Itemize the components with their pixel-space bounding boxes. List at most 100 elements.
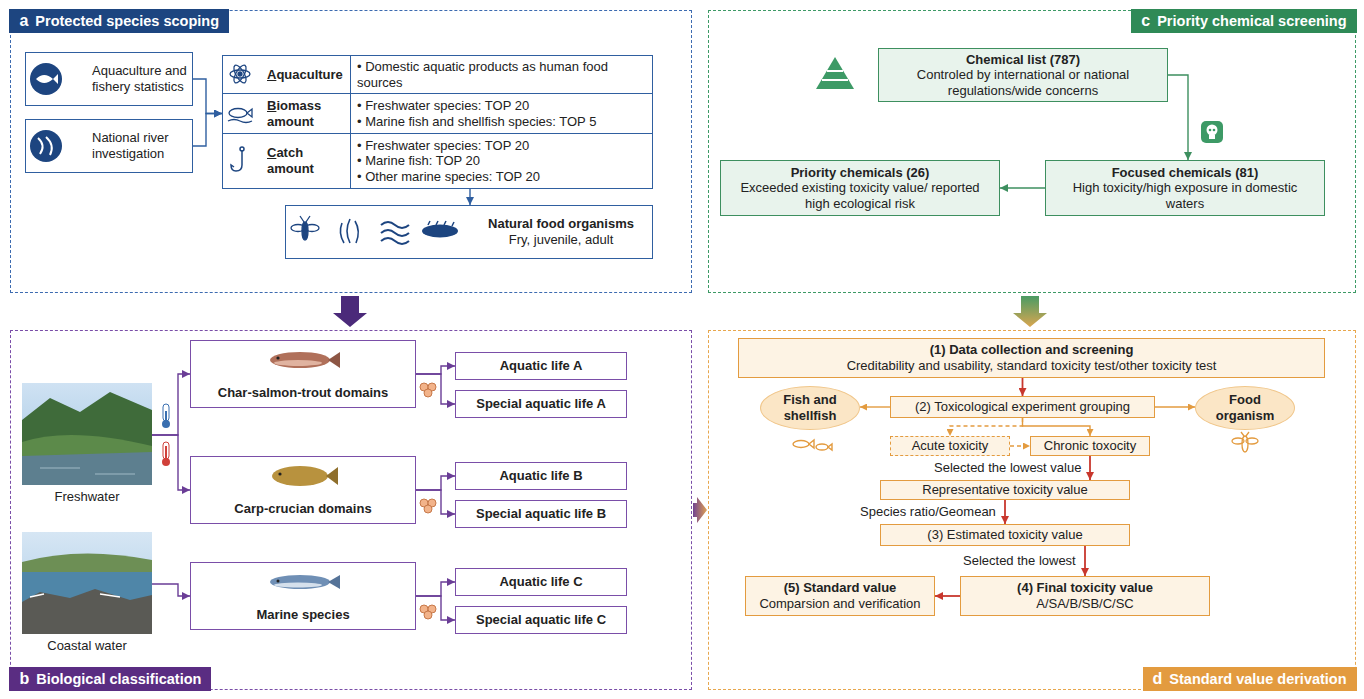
aquaculture-icon — [230, 70, 250, 78]
insect-icon — [291, 216, 319, 240]
insect-icon — [305, 225, 319, 232]
node-text: Chronic toxocity — [1037, 438, 1143, 454]
node-text: Acute toxicity — [897, 438, 1003, 454]
biomass-icon — [247, 109, 252, 117]
freshwater-photo — [40, 468, 135, 474]
photo-tile: Freshwater — [22, 383, 152, 505]
panel-header: cPriority chemical screening — [1131, 9, 1356, 33]
node-text: • Marine fish and shellfish species: TOP… — [357, 114, 646, 130]
toxic-icon — [1207, 125, 1218, 136]
node-text: Coastal water — [22, 638, 152, 654]
fish-icon — [828, 444, 832, 450]
connector — [416, 476, 455, 490]
thermometer-warm — [163, 442, 169, 459]
aquaculture-icon — [232, 63, 249, 84]
algae-icon — [340, 219, 358, 243]
sea-cucumber-icon — [428, 221, 454, 226]
life-box: Special aquatic life A — [455, 390, 627, 418]
thermometer-cold — [162, 420, 170, 428]
sea-cucumber-icon — [422, 225, 458, 238]
panel-title: Protected species scoping — [35, 13, 219, 29]
group-oval: Food organism — [1195, 386, 1295, 430]
pyramid-icon — [816, 57, 854, 89]
aquaculture-icon — [232, 63, 249, 84]
category-cell: Biomass amount — [222, 93, 351, 134]
node-text: Carp-crucian domains — [191, 501, 415, 517]
node-text: Fry, juvenile, adult — [509, 232, 614, 248]
panel-letter: c — [1141, 12, 1150, 29]
panel-header: a Protected species scoping — [9, 9, 229, 33]
panel-title: Standard value derivation — [1169, 671, 1346, 687]
sea-cucumber-icon — [422, 221, 458, 238]
life-box: Special aquatic life B — [455, 500, 627, 528]
carp-figure — [272, 466, 328, 486]
connector — [469, 189, 470, 205]
node-text: Special aquatic life B — [460, 506, 622, 522]
algae-icon — [340, 219, 358, 243]
criteria-cell: • Domestic aquatic products as human foo… — [350, 55, 653, 94]
node-text: • Freshwater species: TOP 20 — [357, 98, 646, 114]
egg-icon — [420, 383, 436, 397]
connector — [416, 582, 455, 596]
panel-title: Biological classification — [36, 671, 201, 687]
connector — [1010, 445, 1030, 446]
category-cell: Catch amount — [222, 133, 351, 189]
fish-icon — [793, 440, 832, 450]
node-text: Aquatic life A — [460, 358, 622, 374]
catch-icon — [231, 150, 242, 171]
connector — [193, 79, 222, 114]
node-text: Special aquatic life A — [460, 396, 622, 412]
thermometer-cold — [163, 404, 169, 421]
domain-box: Carp-crucian domains — [190, 456, 416, 524]
life-box: Special aquatic life C — [455, 606, 627, 634]
egg-icon — [420, 499, 436, 513]
thermometer-warm — [165, 446, 167, 459]
salmon-figure — [270, 352, 340, 368]
thermometer-warm — [162, 442, 170, 466]
egg-icon — [424, 389, 432, 397]
marine-fish-figure — [274, 583, 322, 588]
river-icon — [38, 137, 52, 155]
connector — [416, 366, 455, 374]
node-text: (1) Data collection and screening — [745, 342, 1318, 358]
panel-frame: dStandard value derivation (1) Data colle… — [708, 330, 1356, 690]
biomass-icon — [228, 120, 252, 123]
freshwater-photo — [22, 452, 152, 485]
node-text: (4) Final toxicity value — [967, 580, 1203, 596]
connector — [416, 490, 455, 514]
chemical-box: Priority chemicals (26)Exceeded existing… — [720, 160, 1000, 216]
criteria-cell: • Freshwater species: TOP 20• Marine fis… — [350, 93, 653, 134]
node-text: A/SA/B/SB/C/SC — [967, 596, 1203, 612]
salmon-figure — [274, 360, 322, 366]
panel-letter: b — [19, 670, 29, 687]
connector — [1089, 456, 1091, 480]
freshwater-photo — [22, 383, 152, 485]
node-text: • Marine fish: TOP 20 — [357, 153, 646, 169]
panel-frame: b Biological classification FreshwaterCoas… — [10, 330, 692, 690]
domain-box: Marine species — [190, 562, 416, 630]
panel-letter: a — [19, 12, 28, 29]
node-text: (2) Toxicological experiment grouping — [897, 399, 1148, 415]
statistics-icon — [30, 63, 62, 95]
fish-icon — [793, 441, 809, 448]
step-box: (4) Final toxicity valueA/SA/B/SB/C/SC — [960, 576, 1210, 616]
panel-frame: cPriority chemical screeningChemical lis… — [708, 10, 1356, 293]
node-text: Marine species — [191, 607, 415, 623]
node-text: • Domestic aquatic products as human foo… — [357, 59, 646, 90]
connector — [935, 595, 960, 597]
statistics-icon — [36, 74, 58, 84]
chemical-box: Chemical list (787)Controled by internat… — [878, 48, 1168, 102]
step-box: (2) Toxicological experiment grouping — [890, 396, 1155, 418]
food-organism-box: Natural food organismsFry, juvenile, adu… — [285, 205, 653, 259]
thermometer-warm — [162, 458, 170, 466]
panel-header: dStandard value derivation — [1143, 667, 1357, 691]
connector — [860, 406, 890, 407]
statistics-icon — [30, 63, 62, 95]
life-box: Aquatic life A — [455, 352, 627, 380]
node-text: High toxicity/high exposure in domestic … — [1054, 180, 1316, 211]
node-text: Exceeded existing toxicity value/ report… — [729, 180, 991, 211]
step-box: Acute toxicity — [890, 436, 1010, 456]
chemical-box: Focused chemicals (81)High toxicity/high… — [1045, 160, 1325, 216]
node-text: Aquatic life B — [460, 468, 622, 484]
